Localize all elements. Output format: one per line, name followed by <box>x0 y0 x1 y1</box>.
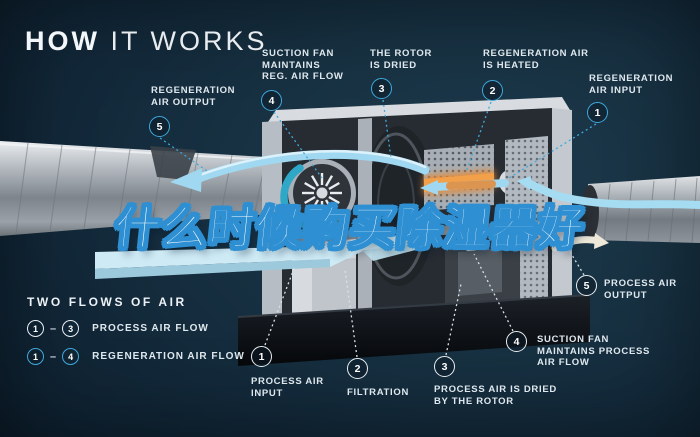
callout-label-process-air-input: PROCESS AIR INPUT <box>251 376 324 399</box>
callout-circle-3-bottom: 3 <box>434 356 455 377</box>
callout-label-regeneration-air-heated: REGENERATION AIR IS HEATED <box>483 48 589 71</box>
legend-circle-end-process: 3 <box>62 320 80 337</box>
process-leader-lines <box>264 249 585 358</box>
airflow-arrows <box>95 149 700 279</box>
callout-circle-2-top: 2 <box>482 80 503 101</box>
callout-label-suction-fan-reg: SUCTION FAN MAINTAINS REG. AIR FLOW <box>262 48 344 83</box>
overlay-title: 什么时候购买除湿器好 <box>111 200 588 256</box>
callout-label-process-air-output: PROCESS AIR OUTPUT <box>604 278 677 301</box>
legend-two-flows: TWO FLOWS OF AIR 1 – 3 PROCESS AIR FLOW … <box>27 295 245 365</box>
legend-row-regeneration: 1 – 4 REGENERATION AIR FLOW <box>27 348 245 365</box>
callout-circle-4-top: 4 <box>261 90 282 111</box>
callout-circle-1-bottom: 1 <box>251 346 272 367</box>
callout-circle-4-bottom: 4 <box>506 331 527 352</box>
fan <box>288 159 356 227</box>
callout-circle-3-top: 3 <box>371 78 392 99</box>
callout-label-filtration: FILTRATION <box>347 387 410 398</box>
callout-circle-5-bottom: 5 <box>576 275 597 296</box>
process-input-arrow <box>95 238 431 279</box>
machine-base <box>238 295 590 366</box>
legend-circle-end-regeneration: 4 <box>62 348 80 365</box>
heater <box>424 144 494 211</box>
legend-row-process: 1 – 3 PROCESS AIR FLOW <box>27 320 245 337</box>
legend-dash: – <box>50 322 57 335</box>
callout-label-regeneration-air-output: REGENERATION AIR OUTPUT <box>151 85 236 108</box>
callout-label-process-air-dried: PROCESS AIR IS DRIED BY THE ROTOR <box>434 384 557 407</box>
callout-label-regeneration-air-input: REGENERATION AIR INPUT <box>589 73 674 96</box>
callout-label-rotor-dried: THE ROTOR IS DRIED <box>370 48 433 71</box>
callout-circle-5-top: 5 <box>149 116 170 137</box>
regeneration-leader-lines <box>159 99 597 179</box>
page-title-bold: HOW <box>25 26 100 56</box>
legend-dash: – <box>50 350 57 363</box>
legend-label-regeneration: REGENERATION AIR FLOW <box>92 351 245 362</box>
page-title-light: IT WORKS <box>99 26 268 56</box>
callout-label-suction-fan-process: SUCTION FAN MAINTAINS PROCESS AIR FLOW <box>537 334 651 369</box>
callout-circle-2-bottom: 2 <box>347 358 368 379</box>
legend-circle-start-process: 1 <box>27 320 44 337</box>
legend-circle-start-regeneration: 1 <box>27 348 44 365</box>
legend-label-process: PROCESS AIR FLOW <box>92 323 209 334</box>
cabinet <box>237 97 591 366</box>
page-title: HOW IT WORKS <box>25 26 268 57</box>
legend-heading: TWO FLOWS OF AIR <box>27 295 187 309</box>
leader-lines <box>159 99 597 358</box>
callout-circle-1-top: 1 <box>587 102 608 123</box>
left-duct <box>0 141 284 236</box>
